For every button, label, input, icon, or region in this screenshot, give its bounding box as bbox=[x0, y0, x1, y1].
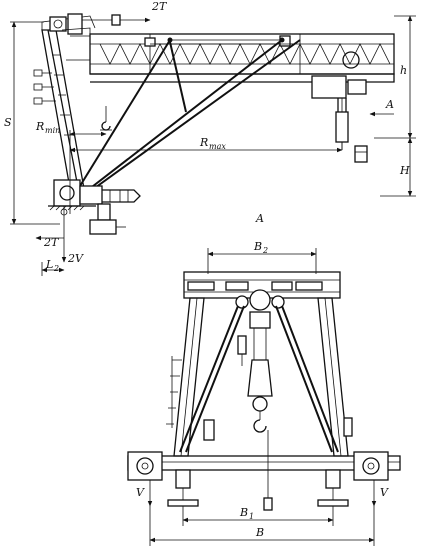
label-h-big: H bbox=[399, 164, 410, 177]
runway-girder bbox=[70, 33, 395, 83]
label-r-min-sub: min bbox=[45, 126, 60, 135]
label-v-right: V bbox=[380, 486, 389, 499]
front-ties bbox=[179, 305, 339, 453]
label-b2-sub: 2 bbox=[262, 246, 268, 255]
front-sill bbox=[127, 451, 401, 507]
label-h-small: h bbox=[400, 64, 407, 77]
label-b: B bbox=[255, 526, 264, 539]
side-view: 2T S h H R min R max A 2T 2V L 2 bbox=[4, 0, 416, 276]
hook-rmin bbox=[100, 106, 112, 131]
label-v-left: V bbox=[136, 486, 145, 499]
label-b2: B bbox=[253, 240, 262, 253]
front-view: A B 2 bbox=[127, 212, 401, 546]
slewing-base bbox=[48, 179, 141, 235]
front-legs bbox=[166, 297, 353, 457]
label-s: S bbox=[4, 116, 12, 129]
label-2v: 2V bbox=[67, 252, 84, 265]
label-r-min: R bbox=[35, 120, 44, 133]
front-hoist bbox=[237, 311, 273, 511]
label-r-max: R bbox=[199, 136, 208, 149]
label-r-max-sub: max bbox=[209, 142, 226, 151]
label-l2: L bbox=[45, 258, 53, 271]
top-stop bbox=[82, 14, 151, 26]
label-2t-bottom: 2T bbox=[43, 236, 60, 249]
tie-rods bbox=[79, 37, 301, 191]
label-view-title: A bbox=[255, 212, 264, 225]
column bbox=[33, 13, 96, 201]
trolley bbox=[311, 51, 368, 163]
label-2t-top: 2T bbox=[151, 0, 168, 13]
side-dimensions bbox=[10, 15, 416, 276]
label-b1-sub: 1 bbox=[249, 512, 254, 521]
label-l2-sub: 2 bbox=[53, 264, 59, 273]
label-b1: B bbox=[239, 506, 248, 519]
label-view-arrow: A bbox=[385, 98, 394, 111]
front-top-girder bbox=[183, 271, 341, 311]
